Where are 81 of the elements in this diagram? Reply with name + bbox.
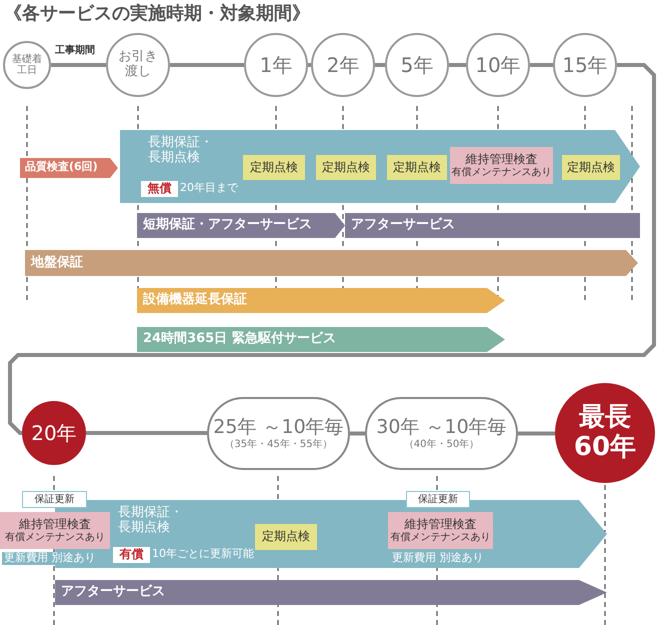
milestone-circle [385,33,449,97]
inspection-label: 定期点検 [393,160,441,174]
timeline-line [375,63,385,67]
maintenance-text: 維持管理検査 [404,518,476,532]
maintenance-text: 有償メンテナンスあり [5,532,105,544]
inspection-tag [387,155,447,180]
bar-label: アフターサービス [351,218,455,233]
timeline-line [350,432,365,436]
milestone-label: 20年 [31,422,77,444]
bar-label: 短期保証・アフターサービス [143,218,312,233]
milestone-label: 5年 [400,54,434,76]
bar-label: 長期保証・長期点検 [148,136,214,166]
price-badge [113,547,150,563]
milestone-circle [555,383,655,483]
milestone-label: 最長60年 [573,403,637,463]
inspection-label: 定期点検 [262,530,310,544]
service-bar [25,250,638,276]
price-badge [141,181,178,197]
bar-label: 地盤保証 [31,256,83,270]
maintenance-text: 有償メンテナンスあり [390,532,490,544]
bar-label: 10年ごとに更新可能 [152,548,254,561]
maintenance-text: 維持管理検査 [19,518,91,532]
maintenance-box [450,147,553,184]
service-bar [55,580,607,605]
timeline-line [51,63,106,67]
renewal-text: 保証更新 [418,494,458,506]
diagram-title: 《各サービスの実施時期・対象期間》 [4,4,310,25]
edge-label: 工事期間 [55,45,95,56]
bar-label: アフターサービス [61,585,165,600]
inspection-tag [255,524,317,550]
inspection-tag [316,155,376,180]
bar-label: 設備機器延長保証 [143,293,247,308]
service-bar [137,327,505,352]
bar-label: 品質検査(6回) [25,161,98,174]
service-bar [20,158,118,178]
inspection-label: 定期点検 [567,160,615,174]
bar-label: 24時間365日 緊急駆付サービス [143,332,336,347]
milestone-label: 基礎着工日 [12,54,42,76]
renewal-tag [22,491,87,508]
milestone-label: お引き渡し [118,50,158,80]
timeline-line [530,63,553,67]
bar-label: 長期保証・長期点検 [118,506,184,536]
milestone-label: 2年 [326,54,360,76]
note-text: 更新費用 別途あり [391,552,484,565]
renewal-text: 保証更新 [34,494,74,506]
milestone-label: （35年・45年・55年） [224,438,333,450]
bar-label: 20年目まで [180,182,238,195]
timeline-line [86,431,207,435]
timeline-line [518,432,555,436]
maintenance-text: 有償メンテナンスあり [452,166,552,178]
renewal-tag [406,491,470,508]
milestone-label: 15年 [562,54,608,76]
inspection-tag [562,155,620,180]
inspection-tag [243,155,305,180]
milestone-circle [3,41,51,89]
maintenance-box [0,512,110,549]
maintenance-text: 維持管理検査 [466,152,538,167]
price-text: 有償 [120,548,144,562]
maintenance-box [388,512,493,549]
milestone-circle [106,33,170,97]
milestone-circle [22,401,86,465]
service-bar [137,288,505,313]
milestone-label: 30年 ～10年毎 [376,416,507,439]
inspection-label: 定期点検 [250,160,298,174]
service-bar [120,130,640,203]
service-bar [137,213,345,238]
inspection-label: 定期点検 [322,160,370,174]
milestone-circle [244,33,308,97]
milestone-label: （40年・50年） [404,438,480,450]
price-text: 無償 [148,182,172,196]
milestone-label: 1年 [260,54,292,76]
milestone-label: 10年 [475,54,521,76]
milestone-circle [553,33,617,97]
milestone-circle [466,33,530,97]
milestone-circle [311,33,375,97]
timeline-line [449,63,466,67]
timeline-line [308,63,311,67]
service-bar [345,213,640,238]
timeline-line [8,63,656,435]
milestone-label: 25年 ～10年毎 [213,416,344,439]
timeline-line [170,63,244,67]
